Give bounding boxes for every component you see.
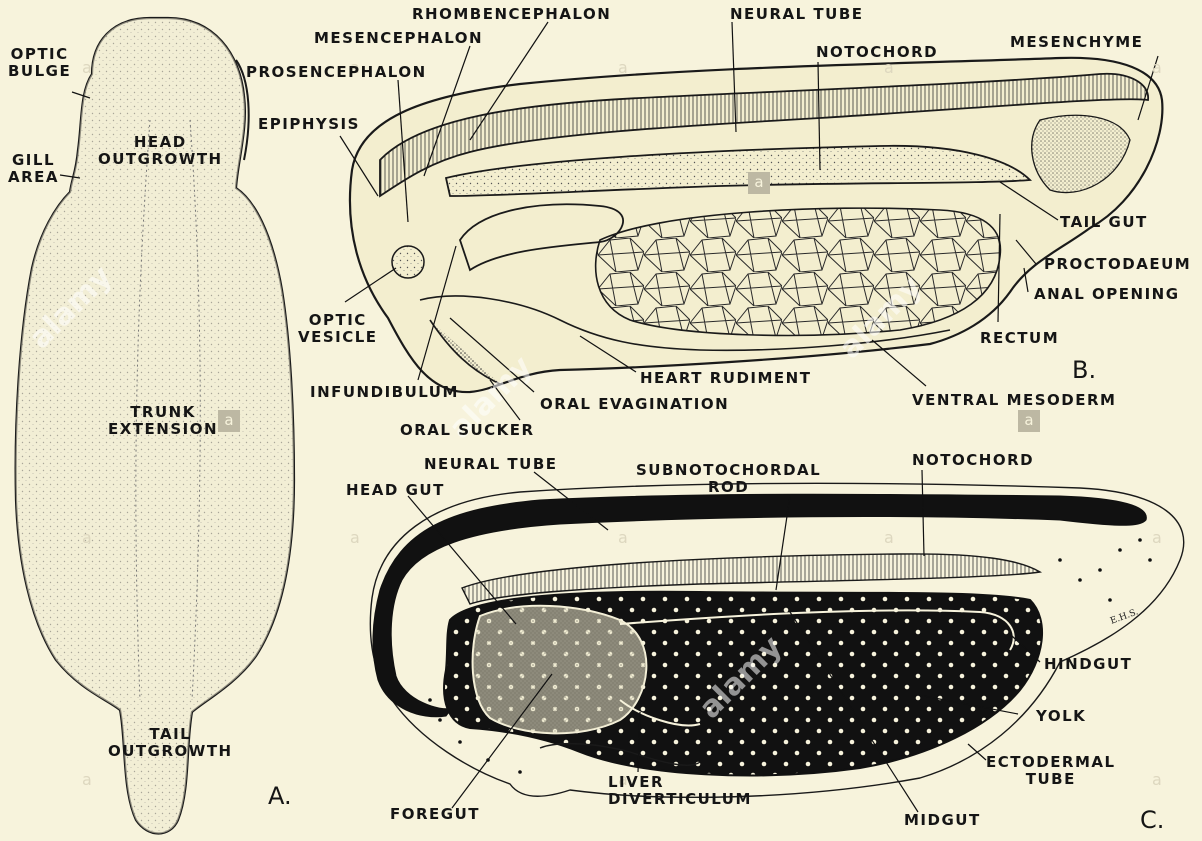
label-infundibulum: INFUNDIBULUM (310, 384, 459, 401)
watermark-mark: a (82, 528, 92, 547)
watermark-mark: a (884, 528, 894, 547)
label-prosencephalon: PROSENCEPHALON (246, 64, 427, 81)
label-ventral-mesoderm: VENTRAL MESODERM (912, 392, 1116, 409)
watermark-mark: a (618, 528, 628, 547)
label-oral-evagination: ORAL EVAGINATION (540, 396, 729, 413)
watermark-mark: a (1018, 410, 1040, 432)
watermark-mark: a (218, 410, 240, 432)
label-mesencephalon: MESENCEPHALON (314, 30, 483, 47)
label-anal-opening: ANAL OPENING (1034, 286, 1180, 303)
label-rectum: RECTUM (980, 330, 1059, 347)
label-mesenchyme: MESENCHYME (1010, 34, 1143, 51)
watermark-mark: a (82, 58, 92, 77)
label-midgut: MIDGUT (904, 812, 981, 829)
watermark-mark: a (1152, 528, 1162, 547)
panel-b-letter: B. (1072, 356, 1096, 384)
label-tail-gut: TAIL GUT (1060, 214, 1148, 231)
label-oral-sucker: ORAL SUCKER (400, 422, 535, 439)
watermark-mark: a (748, 172, 770, 194)
label-heart-rudiment: HEART RUDIMENT (640, 370, 811, 387)
label-notochord-c: NOTOCHORD (912, 452, 1034, 469)
panel-c-letter: C. (1140, 806, 1164, 834)
label-rhombencephalon: RHOMBENCEPHALON (412, 6, 611, 23)
label-neural-tube-c: NEURAL TUBE (424, 456, 558, 473)
label-epiphysis: EPIPHYSIS (258, 116, 360, 133)
label-foregut: FOREGUT (390, 806, 480, 823)
label-notochord: NOTOCHORD (816, 44, 938, 61)
panel-c-embryo (370, 483, 1183, 797)
label-head-gut: HEAD GUT (346, 482, 445, 499)
watermark-mark: a (82, 770, 92, 789)
watermark-mark: a (1152, 770, 1162, 789)
label-proctodaeum: PROCTODAEUM (1044, 256, 1191, 273)
watermark-mark: a (618, 58, 628, 77)
watermark-mark: a (1152, 58, 1162, 77)
panel-a-letter: A. (268, 782, 292, 810)
watermark-mark: a (350, 528, 360, 547)
label-hindgut: HINDGUT (1044, 656, 1132, 673)
label-yolk: YOLK (1036, 708, 1086, 725)
label-neural-tube: NEURAL TUBE (730, 6, 864, 23)
